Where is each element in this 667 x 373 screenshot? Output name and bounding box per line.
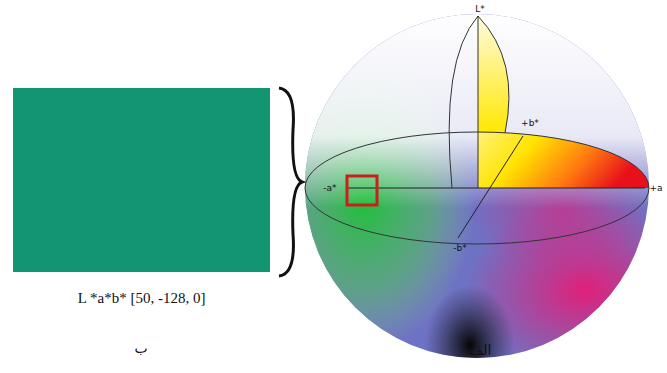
axis-label: +a [649,183,662,193]
lab-value-caption: L *a*b* [50, -128, 0] [78,290,206,307]
color-swatch-box: L *a*b* [50, -128, 0] [13,88,270,314]
color-swatch [13,88,270,272]
axis-label: +b* [521,118,539,128]
axis-label: L* [475,4,485,14]
panel-letter: ب [134,340,147,356]
axis-label: -a* [323,183,336,193]
panel-letter: الف [469,342,492,358]
axis-label: -b* [453,243,466,253]
